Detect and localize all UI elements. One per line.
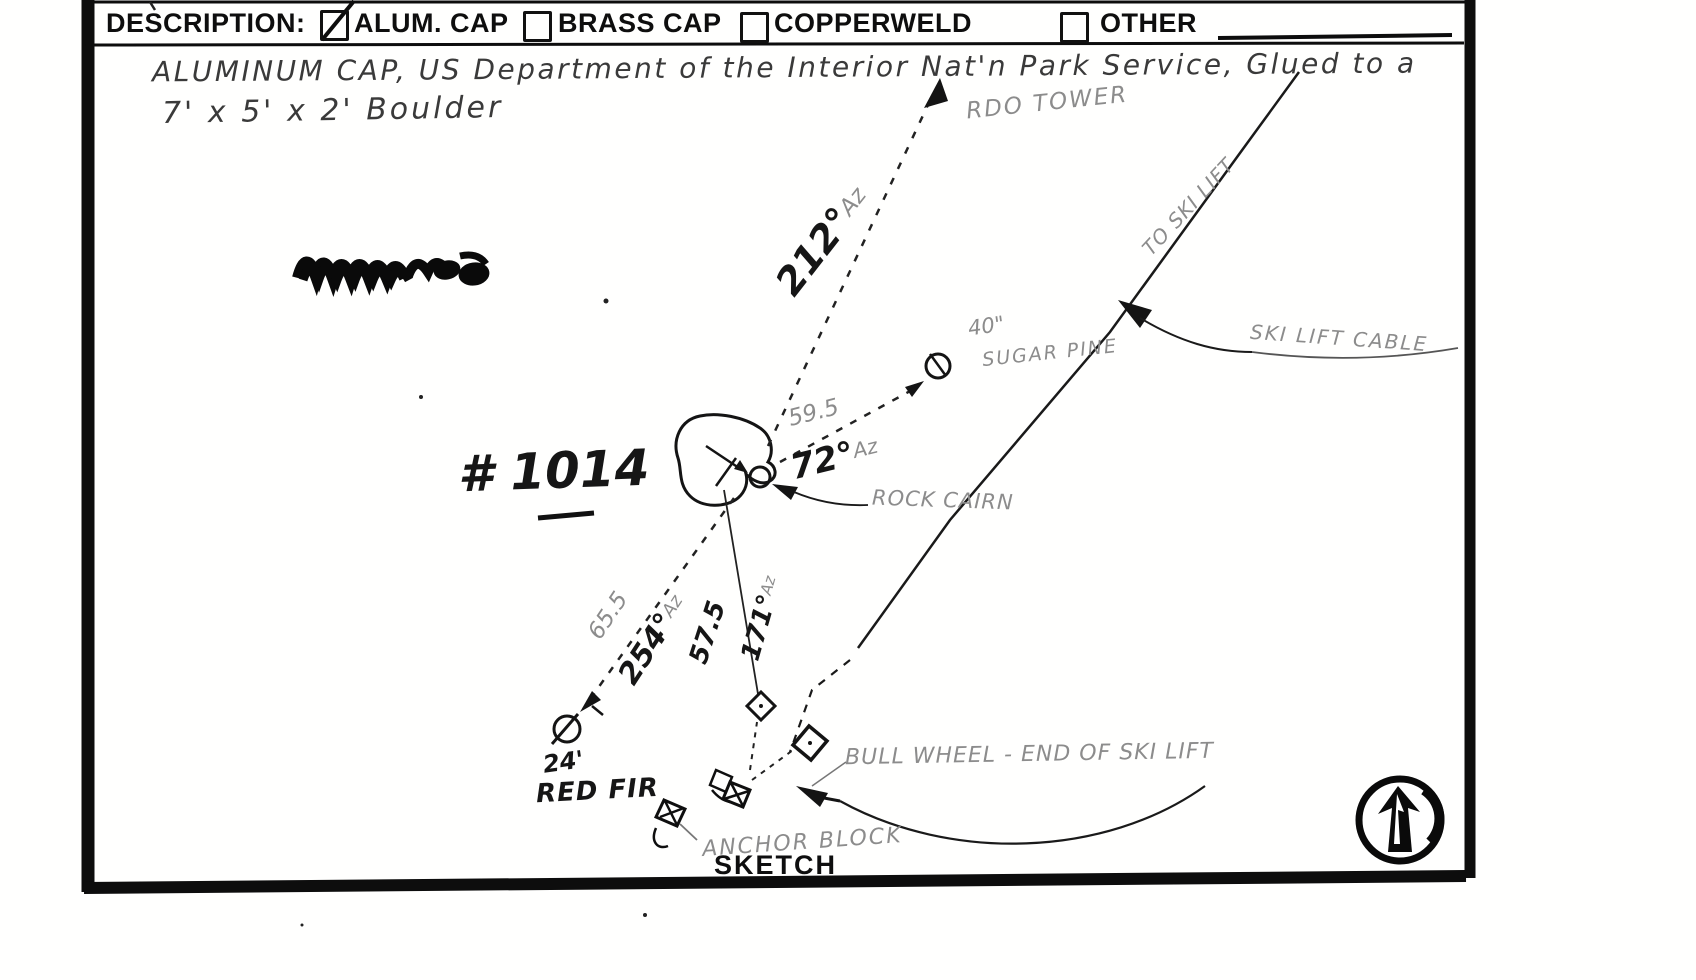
bearing-suffix: Az (850, 433, 881, 463)
cable-pointer (1118, 300, 1459, 359)
ski-lift-cable-line (788, 71, 1301, 753)
checkbox-brass-cap (523, 11, 552, 42)
boulder-outline (674, 413, 777, 507)
footing-diamond-icon (744, 689, 778, 723)
cairn-label: ROCK CAIRN (871, 485, 1015, 515)
footing-diamond-icon (790, 723, 830, 763)
bull-wheel-icon (708, 768, 752, 809)
sketch-caption: SKETCH (714, 850, 838, 880)
bull-wheel-pointer (796, 761, 1206, 845)
station-marker-icon (748, 465, 772, 489)
station-number-underline (537, 510, 595, 521)
sugar-pine-line (779, 352, 952, 464)
red-fir-size: 24' (541, 745, 586, 779)
red-fir-tree-icon (552, 714, 582, 744)
radio-tower-line (766, 78, 948, 447)
cairn-pointer (772, 484, 869, 507)
sugar-pine-tree-icon (924, 352, 952, 380)
card-border (81, 0, 1476, 894)
bull-wheel-arrowhead-icon (796, 786, 828, 807)
station-number: # 1014 (457, 438, 651, 504)
option-label-other: OTHER (1100, 8, 1197, 38)
other-blank-line (1217, 33, 1453, 40)
lift-terminal-lines (723, 489, 830, 781)
agency-arrow-logo-icon (1355, 775, 1445, 865)
radio-tower-arrowhead-icon (924, 78, 948, 108)
checkbox-copperweld (740, 12, 769, 43)
scan-noise (148, 1, 647, 927)
description-line-2: 7' x 5' x 2' Boulder (161, 90, 504, 131)
check-mark-icon (320, 0, 356, 42)
red-fir-name: RED FIR (535, 772, 660, 810)
red-fir-line (550, 497, 736, 745)
anchor-block-icon (652, 798, 698, 849)
sugar-pine-size: 40" (966, 311, 1006, 341)
bearing-suffix: Az (757, 573, 780, 597)
option-label-copperweld: COPPERWELD (774, 8, 973, 38)
cairn-arrowhead-icon (772, 484, 798, 500)
ink-scribble (292, 251, 490, 298)
option-label-alum-cap: ALUM. CAP (354, 8, 509, 38)
checkbox-alum-cap (320, 10, 349, 41)
checkbox-other (1060, 12, 1089, 43)
option-label-brass-cap: BRASS CAP (558, 8, 722, 38)
description-label: DESCRIPTION: (106, 8, 306, 38)
